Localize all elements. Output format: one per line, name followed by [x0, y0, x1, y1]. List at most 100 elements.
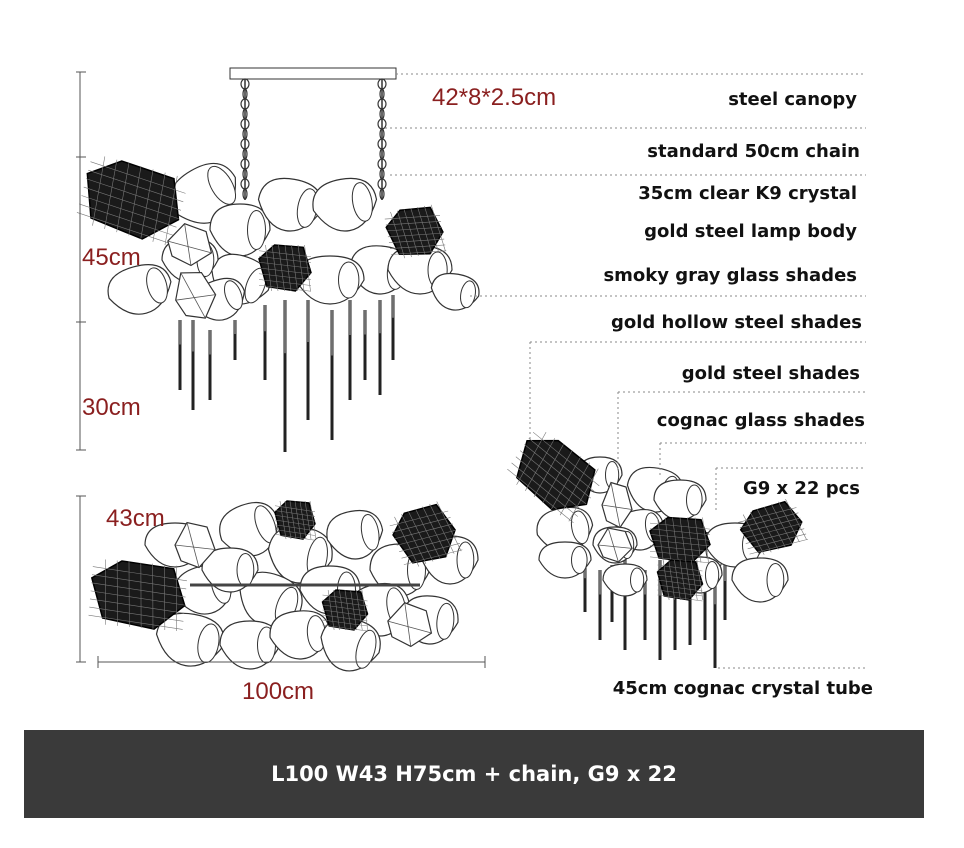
spec-steel-canopy: steel canopy: [728, 89, 857, 110]
mesh-line: [344, 589, 352, 631]
mesh-line: [649, 522, 711, 530]
mesh-line: [386, 226, 443, 232]
leader-lines: [385, 73, 866, 669]
mesh-line: [657, 584, 703, 592]
facet-line: [174, 544, 216, 550]
spec-k9-crystal: 35cm clear K9 crystal: [638, 183, 857, 204]
mesh-line: [164, 175, 178, 246]
mesh-line: [771, 504, 793, 545]
mesh-line: [88, 614, 183, 630]
mesh-line: [258, 279, 312, 286]
mesh-line: [756, 509, 779, 550]
mesh-line: [511, 462, 578, 517]
mesh-line: [662, 559, 670, 601]
mesh-line: [384, 215, 441, 220]
mesh-line: [649, 528, 711, 536]
mesh-line: [742, 514, 765, 555]
mesh-line: [422, 506, 448, 557]
mesh-line: [322, 594, 368, 602]
mesh-line: [403, 209, 419, 256]
gold-steel-shade: [597, 527, 633, 563]
mesh-line: [672, 517, 679, 563]
glass-shade: [295, 255, 365, 305]
hollow-steel-shade: [258, 244, 312, 292]
glass-shade: [107, 264, 172, 315]
mesh-line: [85, 178, 182, 211]
shade-opening: [766, 563, 785, 597]
mesh-line: [361, 589, 369, 631]
mesh-line: [685, 559, 692, 601]
mesh-line: [429, 503, 455, 554]
hollow-steel-shade: [384, 204, 447, 259]
glass-shade: [538, 541, 592, 579]
mesh-line: [657, 594, 703, 602]
spec-g9-bulbs: G9 x 22 pcs: [742, 478, 860, 499]
mesh-line: [258, 267, 312, 275]
mesh-line: [333, 589, 341, 631]
front-view-drawing: [76, 67, 480, 452]
mesh-line: [516, 431, 547, 485]
spec-cognac-glass-shades: cognac glass shades: [656, 410, 865, 431]
glass-shade: [430, 272, 480, 311]
mesh-line: [436, 501, 462, 552]
mesh-line: [327, 589, 335, 631]
mesh-line: [399, 536, 458, 553]
mesh-line: [92, 566, 187, 582]
mesh-line: [258, 261, 312, 269]
mesh-line: [657, 589, 703, 597]
mesh-line: [116, 560, 118, 626]
spec-gold-steel-shades: gold steel shades: [681, 363, 860, 384]
mesh-line: [274, 519, 316, 527]
shade-opening: [571, 546, 588, 574]
mesh-line: [702, 517, 709, 563]
chain-link: [242, 188, 248, 200]
mesh-line: [542, 450, 573, 504]
mesh-line: [278, 244, 285, 292]
mesh-line: [737, 507, 797, 523]
shade-opening: [570, 510, 590, 545]
mesh-line: [743, 523, 803, 539]
spec-chain: standard 50cm chain: [647, 141, 860, 162]
glass-shade: [312, 177, 378, 232]
shade-opening: [247, 210, 266, 250]
mesh-line: [679, 559, 687, 601]
mesh-line: [299, 500, 307, 540]
mesh-line: [128, 166, 142, 236]
glass-shade: [155, 612, 225, 667]
mesh-line: [322, 619, 368, 627]
mesh-line: [396, 530, 456, 546]
mesh-line: [350, 589, 357, 631]
mesh-line: [176, 565, 177, 632]
mesh-line: [525, 438, 556, 491]
shade-opening: [146, 267, 168, 304]
canopy-size-label: 42*8*2.5cm: [432, 84, 557, 111]
mesh-line: [92, 156, 106, 226]
spec-crystal-tube: 45cm cognac crystal tube: [612, 678, 873, 699]
facet-line: [186, 522, 200, 568]
mesh-line: [91, 582, 186, 598]
mesh-line: [515, 456, 583, 511]
mesh-line: [271, 244, 279, 292]
hollow-steel-shade: [656, 559, 704, 602]
mesh-line: [92, 574, 187, 590]
mesh-line: [778, 501, 800, 543]
mesh-line: [274, 505, 316, 513]
mesh-line: [88, 169, 184, 203]
facet-line: [184, 223, 192, 266]
width-label: 43cm: [106, 505, 165, 532]
mesh-line: [90, 161, 186, 194]
gold-steel-shade: [175, 271, 217, 319]
mesh-line: [89, 598, 185, 614]
gold-steel-shade: [601, 481, 633, 529]
mesh-line: [258, 284, 312, 292]
hollow-steel-shade: [88, 559, 187, 632]
mesh-line: [408, 511, 434, 562]
facet-line: [175, 294, 216, 301]
mesh-line: [519, 450, 587, 505]
mesh-line: [741, 517, 801, 534]
glass-shade: [257, 177, 323, 232]
mesh-line: [524, 444, 591, 499]
facet-line: [180, 272, 206, 319]
mesh-line: [533, 444, 564, 498]
